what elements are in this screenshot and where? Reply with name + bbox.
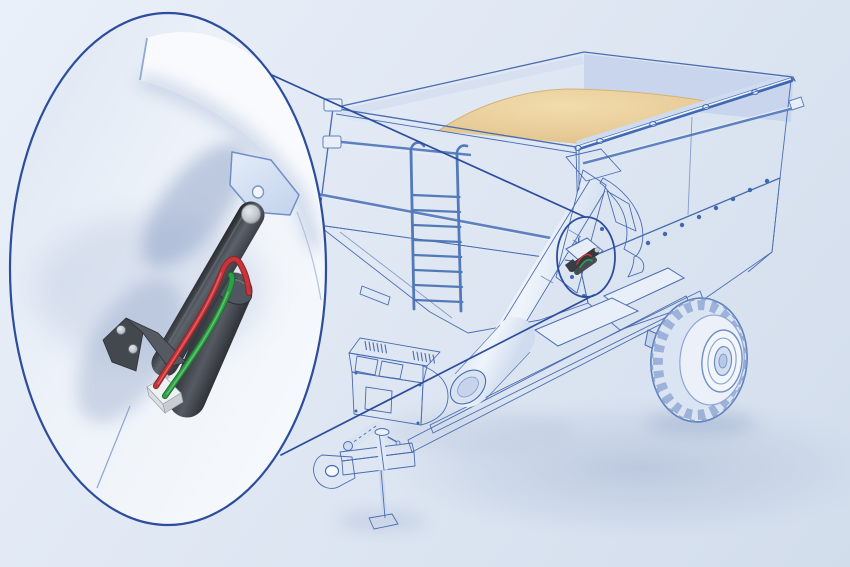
callout-connector-lines [262,70,595,456]
gate-bracket [565,237,604,264]
pto-shaft [343,421,381,451]
clevis-hole [324,464,340,478]
magnifier-callout [8,11,328,527]
inspection-door [364,386,393,414]
walk-plate-lower [533,297,640,347]
spout-flap [599,177,644,257]
actuator-tube [151,201,265,377]
support-bracket [359,285,391,306]
actuator-motor [168,272,253,418]
tire-and-rim [650,297,748,423]
linear-actuator [102,201,265,418]
jack-foot [368,513,399,530]
actuator-location-marker [556,216,616,298]
rim-end-cap [323,98,343,112]
vent-grille [364,340,436,364]
grain-cart [291,51,805,530]
down-duct [555,169,607,294]
discharge-spout [555,148,645,294]
auger-tube [448,173,608,407]
ladder-hook-left [409,141,426,155]
rub-rail [295,188,578,245]
pivot-bracket [229,151,300,216]
access-ladder [409,141,469,313]
mini-green-wire [579,258,593,268]
grain-pile [437,88,719,144]
leader-line [96,405,131,489]
spout-hood [565,148,622,182]
hitch-clevis [313,442,416,489]
mini-red-wire [576,253,592,265]
ground-shadow [337,396,850,540]
mount-bolt [128,344,138,354]
large-callout-circle [8,11,328,527]
small-callout-circle [556,216,616,298]
bracket-hole [251,185,265,199]
jack-stand [368,428,401,530]
rivet-row [645,178,770,246]
box-inner-left-wall [337,56,584,117]
ladder-rail-bar [331,139,472,157]
actuator-rod-end [241,204,261,224]
mount-bolt [116,325,126,335]
side-rail-end [788,96,805,111]
mounting-bracket [102,317,144,372]
